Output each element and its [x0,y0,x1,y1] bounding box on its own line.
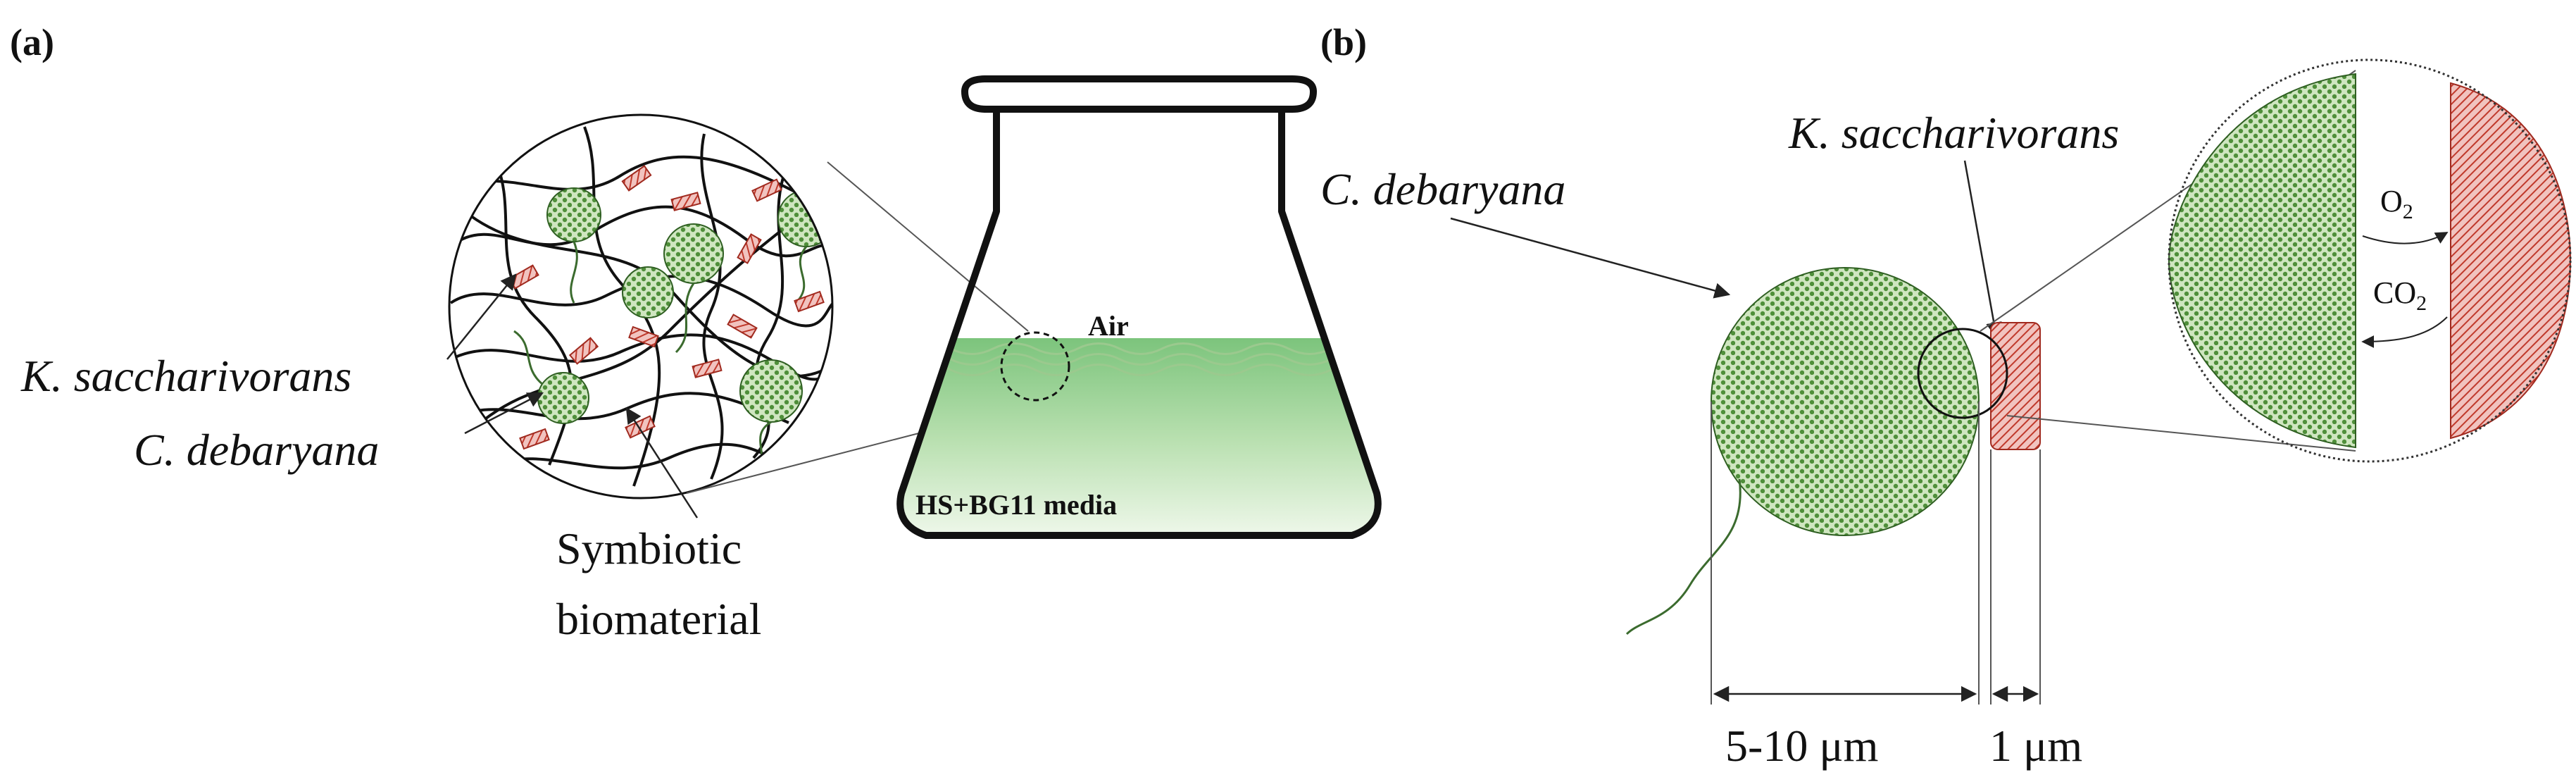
biomaterial-zoom-circle [449,115,832,498]
panel-b-label: (b) [1320,21,1367,63]
c-debaryana-cell [1711,267,1980,536]
dim-algae-label: 5-10 μm [1725,721,1878,771]
c-debaryana-label-b: C. debaryana [1320,164,1565,214]
k-saccharivorans-cell [1990,322,2041,450]
dimension-lines [1711,402,2041,705]
o2-arrow [2362,232,2449,244]
k-saccharivorans-label-a: K. saccharivorans [20,351,351,401]
zoom-circle-outline [448,113,834,499]
symbiotic-label-line1: Symbiotic [556,523,742,573]
flagellum [1625,478,1742,635]
contact-zoom-circle [1917,328,2008,419]
sample-dashed-circle [1000,331,1070,402]
k-saccharivorans-label-b: K. saccharivorans [1788,108,2119,158]
o2-label: O2 [2380,184,2413,223]
erlenmeyer-flask [896,75,1382,539]
gas-exchange-zoom [2168,58,2572,463]
air-label: Air [1088,310,1129,342]
co2-label: CO2 [2373,275,2427,315]
media-label: HS+BG11 media [915,489,1117,521]
panel-a-label: (a) [10,21,54,63]
co2-arrow [2361,316,2448,348]
dim-bacteria-label: 1 μm [1989,721,2082,771]
symbiotic-label-line2: biomaterial [556,594,761,644]
c-debaryana-label-a: C. debaryana [134,425,379,475]
